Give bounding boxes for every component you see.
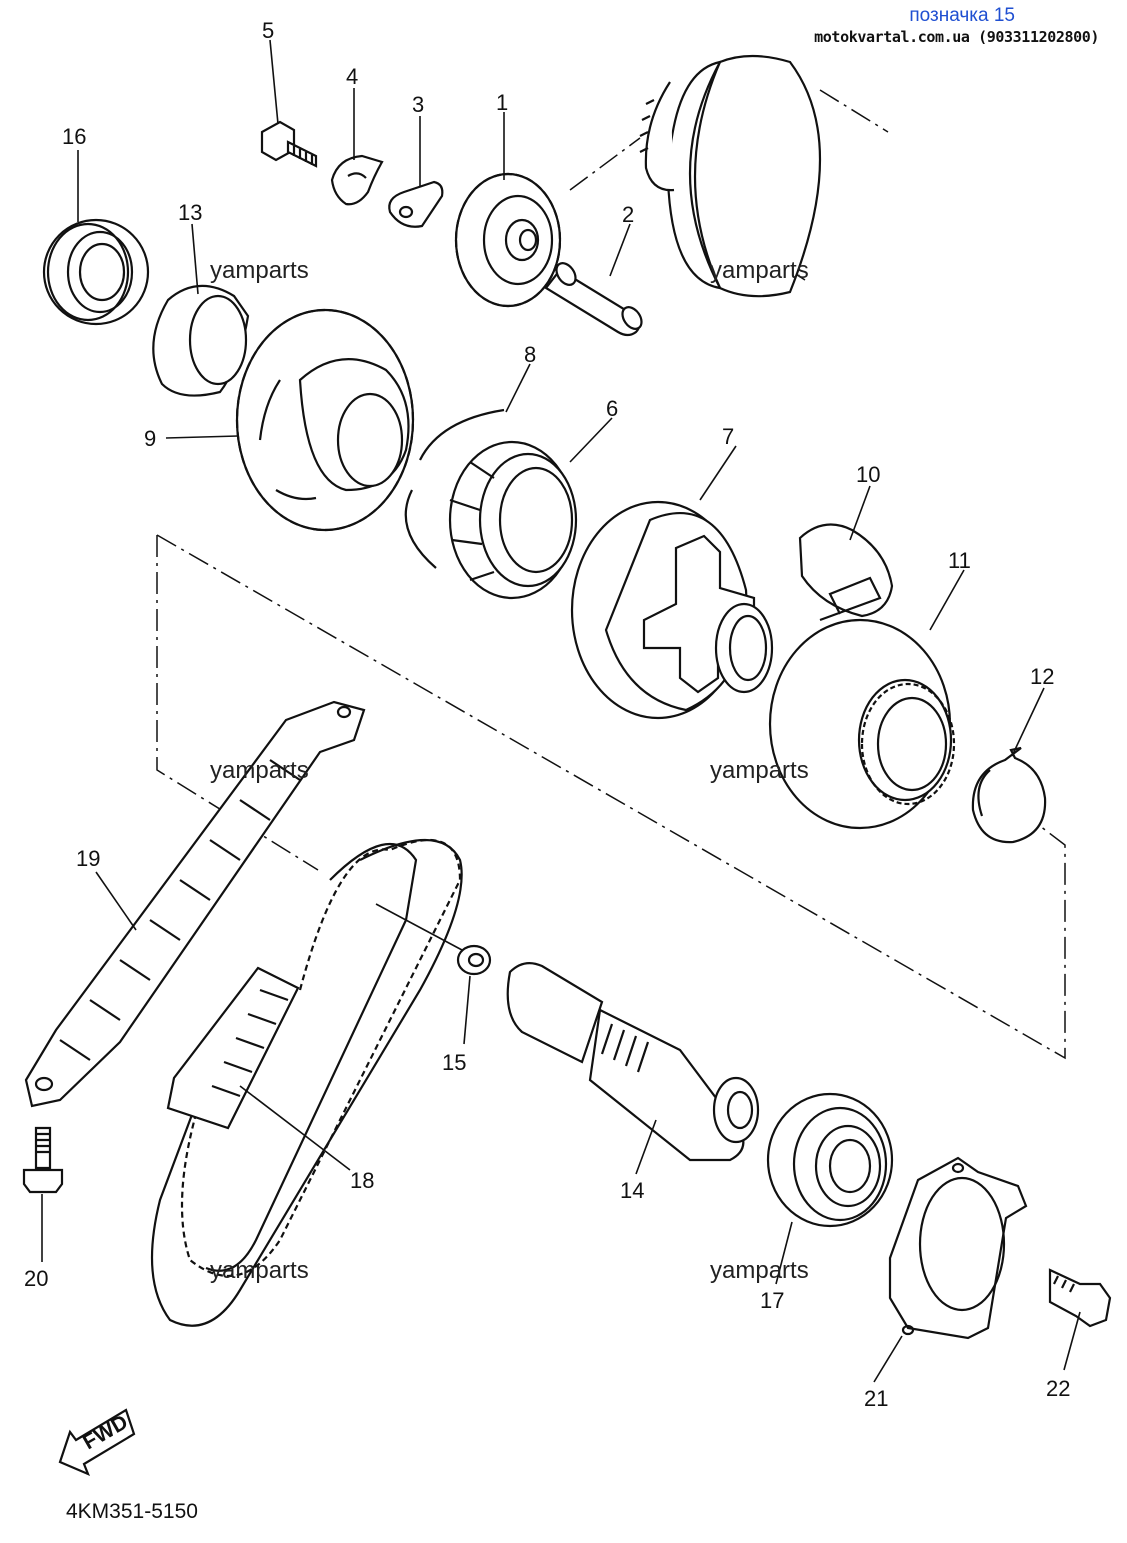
- callout-16: 16: [62, 124, 86, 149]
- part-1-gear: [454, 172, 562, 308]
- part-14-starter-shaft: [506, 961, 760, 1162]
- callout-9: 9: [144, 426, 156, 451]
- watermark-top-right: yamparts: [710, 257, 809, 284]
- starter-axis-line-3: [819, 89, 889, 133]
- part-11-starter-wheel: [768, 618, 956, 830]
- callout-1: 1: [496, 90, 508, 115]
- callout-21: 21: [864, 1386, 888, 1411]
- part-15-washer: [456, 944, 492, 976]
- part-18-chain: [166, 966, 300, 1130]
- header-title: позначка 15: [909, 5, 1015, 26]
- part-17-bearing: [766, 1092, 894, 1228]
- callout-14: 14: [620, 1178, 644, 1203]
- callout-6: 6: [606, 396, 618, 421]
- part-8-ring: [404, 408, 505, 569]
- part-3-plate: [388, 180, 444, 228]
- callout-4: 4: [346, 64, 358, 89]
- callout-13: 13: [178, 200, 202, 225]
- part-2-shaft: [544, 262, 643, 337]
- callout-20: 20: [24, 1266, 48, 1291]
- callout-15: 15: [442, 1050, 466, 1075]
- part-12-circlip: [971, 746, 1047, 844]
- part-4-clip: [330, 154, 384, 206]
- part-16-bearing: [42, 218, 150, 326]
- callout-19: 19: [76, 846, 100, 871]
- callout-12: 12: [1030, 664, 1054, 689]
- watermark-bottom-left: yamparts: [210, 1257, 309, 1284]
- part-21-retainer-plate: [888, 1156, 1028, 1340]
- callout-10: 10: [856, 462, 880, 487]
- part-9-large-gear: [235, 308, 415, 532]
- watermarks: yamparts yamparts yamparts yamparts yamp…: [210, 257, 809, 1284]
- watermark-mid-left: yamparts: [210, 757, 309, 784]
- part-13-collar: [152, 284, 250, 397]
- callout-8: 8: [524, 342, 536, 367]
- part-7-clutch-housing: [570, 500, 774, 720]
- callout-7: 7: [722, 424, 734, 449]
- header-subtitle: motokvartal.com.ua (903311202800): [814, 28, 1099, 46]
- callout-22: 22: [1046, 1376, 1070, 1401]
- diagram-code: 4KM351-5150: [66, 1500, 198, 1523]
- callout-18: 18: [350, 1168, 374, 1193]
- part-10-roller: [798, 523, 894, 622]
- callout-5: 5: [262, 18, 274, 43]
- assembly-boundary-line: [156, 535, 319, 871]
- callout-17: 17: [760, 1288, 784, 1313]
- watermark-top-left: yamparts: [210, 257, 309, 284]
- part-20-bolt: [22, 1126, 64, 1194]
- callout-11: 11: [948, 548, 971, 573]
- fwd-arrow: FWD: [58, 1408, 136, 1477]
- watermark-bottom-right: yamparts: [710, 1257, 809, 1284]
- callout-labels: 1 2 3 4 5 6 7 8 9 10 11 12 13 14 15 16 1…: [24, 18, 1070, 1411]
- callout-2: 2: [622, 202, 634, 227]
- part-19-chain-guide: [24, 700, 366, 1108]
- timing-chain-loop: [150, 838, 463, 1327]
- watermark-mid-right: yamparts: [710, 757, 809, 784]
- assembly-boundary-line-right: [156, 534, 1066, 1060]
- callout-3: 3: [412, 92, 424, 117]
- part-6-one-way-clutch: [448, 440, 578, 600]
- starter-axis-line: [569, 137, 641, 191]
- part-22-bolt: [1048, 1268, 1112, 1328]
- part-5-bolt: [260, 120, 318, 168]
- starter-motor: [639, 54, 822, 298]
